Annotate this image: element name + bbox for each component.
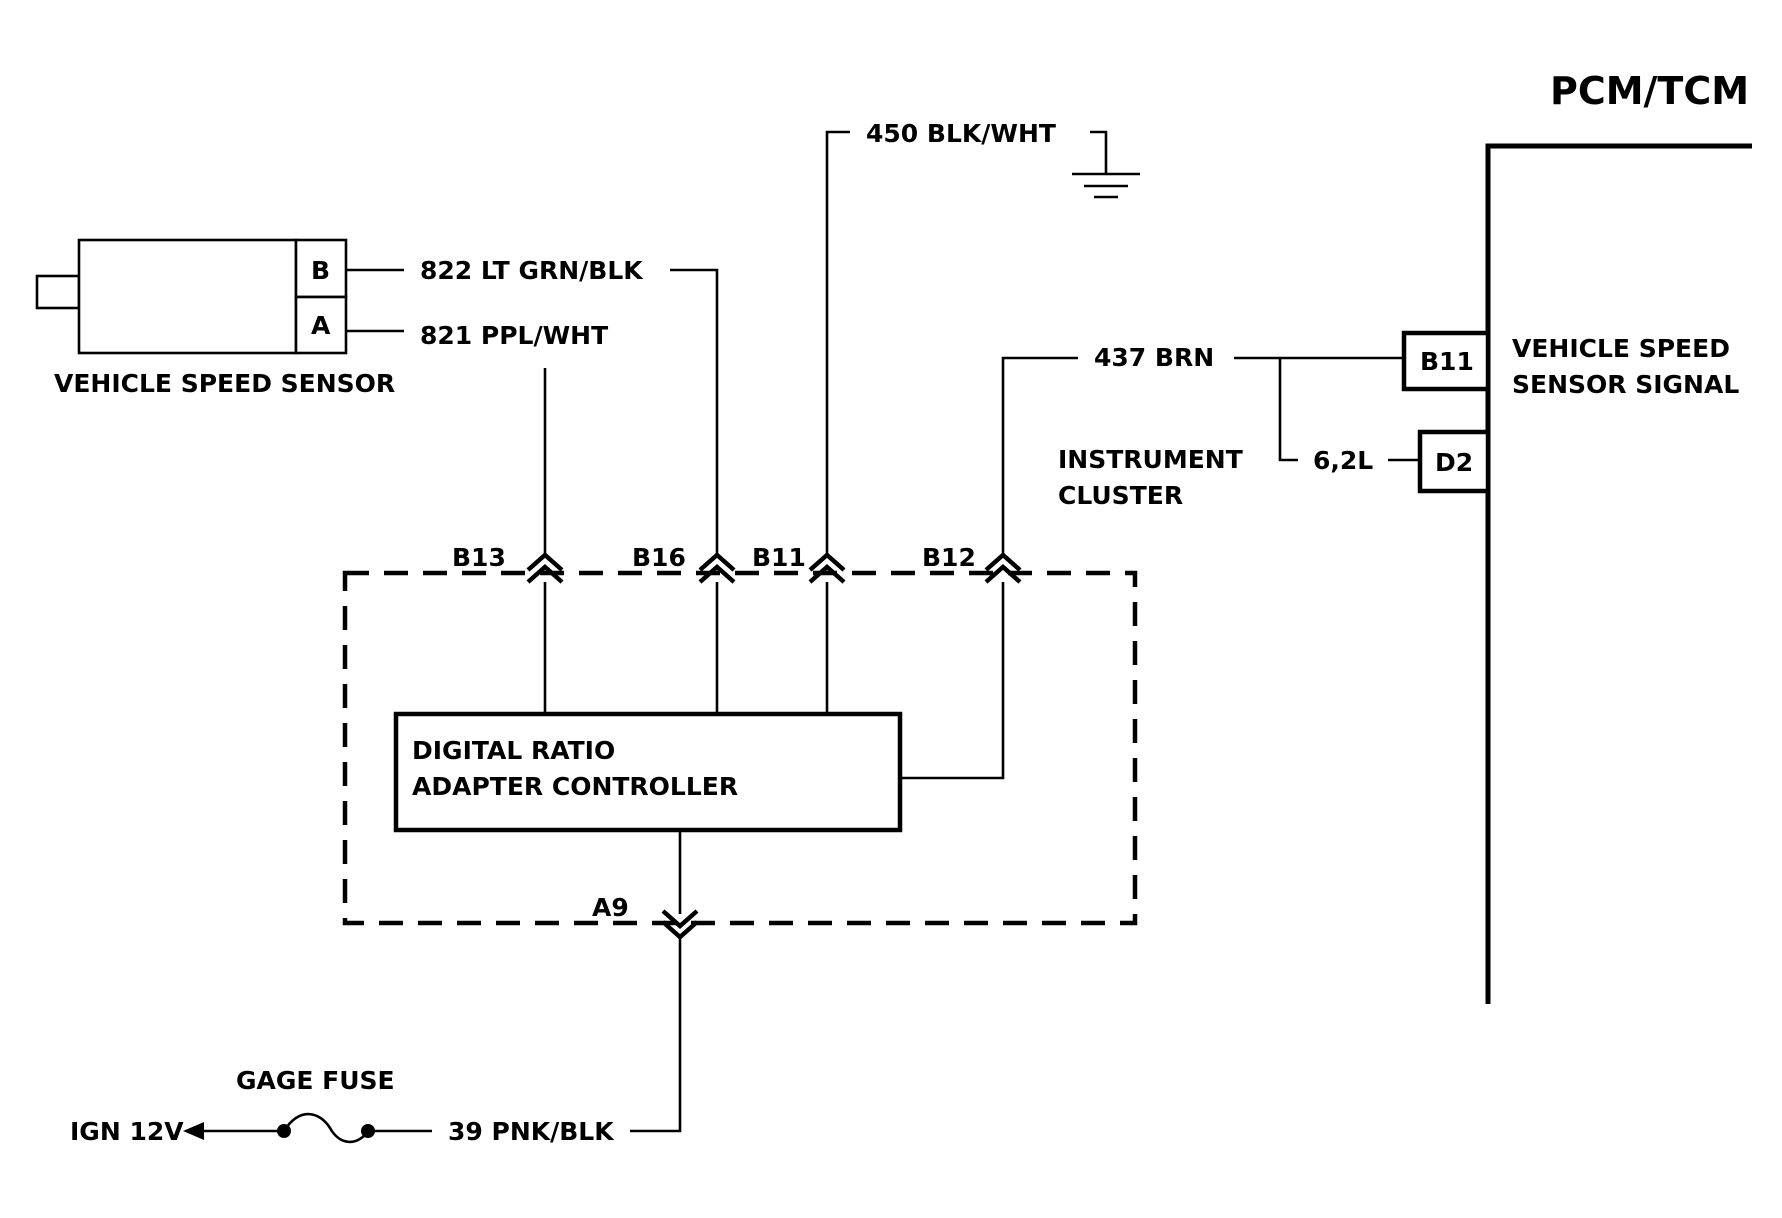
connector-b12: B12 bbox=[922, 543, 1022, 584]
pcm-pin-b11-label: B11 bbox=[1420, 347, 1474, 376]
connector-b11: B11 bbox=[752, 543, 846, 584]
arrow-left-icon bbox=[183, 1122, 204, 1140]
connector-b13: B13 bbox=[452, 543, 564, 584]
vss-body bbox=[77, 238, 298, 355]
pcm-tcm-title: PCM/TCM bbox=[1550, 69, 1749, 113]
fuse-element bbox=[282, 1112, 370, 1144]
vss-signal-label-line2: SENSOR SIGNAL bbox=[1512, 370, 1739, 399]
wire-450-label: 450 BLK/WHT bbox=[866, 119, 1056, 148]
pcm-pin-d2-label: D2 bbox=[1435, 448, 1473, 477]
instrument-cluster-boundary bbox=[342, 570, 1138, 926]
pcm-tcm-outline bbox=[1485, 143, 1752, 1004]
pcm-pin-b11-box bbox=[1401, 330, 1491, 392]
connector-a9: A9 bbox=[592, 893, 699, 941]
wire-822-label: 822 LT GRN/BLK bbox=[420, 256, 644, 285]
wire-450 bbox=[825, 130, 850, 555]
gage-fuse: GAGE FUSE IGN 12V bbox=[70, 1066, 432, 1146]
wire-821-label: 821 PPL/WHT bbox=[420, 321, 608, 350]
internal-wires bbox=[543, 582, 1005, 914]
instrument-cluster-label-line1: INSTRUMENT bbox=[1058, 445, 1243, 474]
wire-822 bbox=[670, 268, 719, 555]
vss-pin-b-label: B bbox=[311, 256, 330, 285]
drac-label-line1: DIGITAL RATIO bbox=[412, 736, 615, 765]
instrument-cluster-label-line2: CLUSTER bbox=[1058, 481, 1183, 510]
wire-437 bbox=[1001, 356, 1078, 555]
drac-label-line2: ADAPTER CONTROLLER bbox=[412, 772, 738, 801]
pcm-pin-d2-box bbox=[1417, 429, 1491, 494]
vss-pin-a-box bbox=[294, 295, 348, 355]
vss-pin-a-label: A bbox=[311, 311, 331, 340]
digital-ratio-adapter-controller: DIGITAL RATIO ADAPTER CONTROLLER bbox=[393, 711, 903, 833]
wire-39 bbox=[630, 937, 682, 1133]
ign-12v-label: IGN 12V bbox=[70, 1117, 184, 1146]
connector-b13-label: B13 bbox=[452, 543, 506, 572]
wire-437-branch bbox=[1278, 358, 1298, 462]
wires: 822 LT GRN/BLK 821 PPL/WHT 450 BLK/WHT 4… bbox=[346, 119, 1420, 555]
drac-box bbox=[393, 711, 903, 833]
pcm-tcm-module: PCM/TCM B11 D2 VEHICLE SPEED SENSOR SIGN… bbox=[1401, 69, 1752, 1004]
gage-fuse-label: GAGE FUSE bbox=[236, 1066, 395, 1095]
vss-signal-label-line1: VEHICLE SPEED bbox=[1512, 334, 1730, 363]
wire-437-label: 437 BRN bbox=[1094, 343, 1214, 372]
wire-39-label: 39 PNK/BLK bbox=[448, 1117, 615, 1146]
connector-b16: B16 bbox=[632, 543, 736, 584]
connector-b12-label: B12 bbox=[922, 543, 976, 572]
vss-shaft bbox=[35, 274, 81, 310]
connector-b11-label: B11 bbox=[752, 543, 806, 572]
vss-title: VEHICLE SPEED SENSOR bbox=[54, 369, 395, 398]
connector-a9-label: A9 bbox=[592, 893, 629, 922]
vehicle-speed-sensor: B A VEHICLE SPEED SENSOR bbox=[35, 238, 395, 398]
connector-b16-label: B16 bbox=[632, 543, 686, 572]
engine-variant-label: 6,2L bbox=[1313, 446, 1373, 475]
ground-symbol bbox=[1072, 130, 1140, 199]
